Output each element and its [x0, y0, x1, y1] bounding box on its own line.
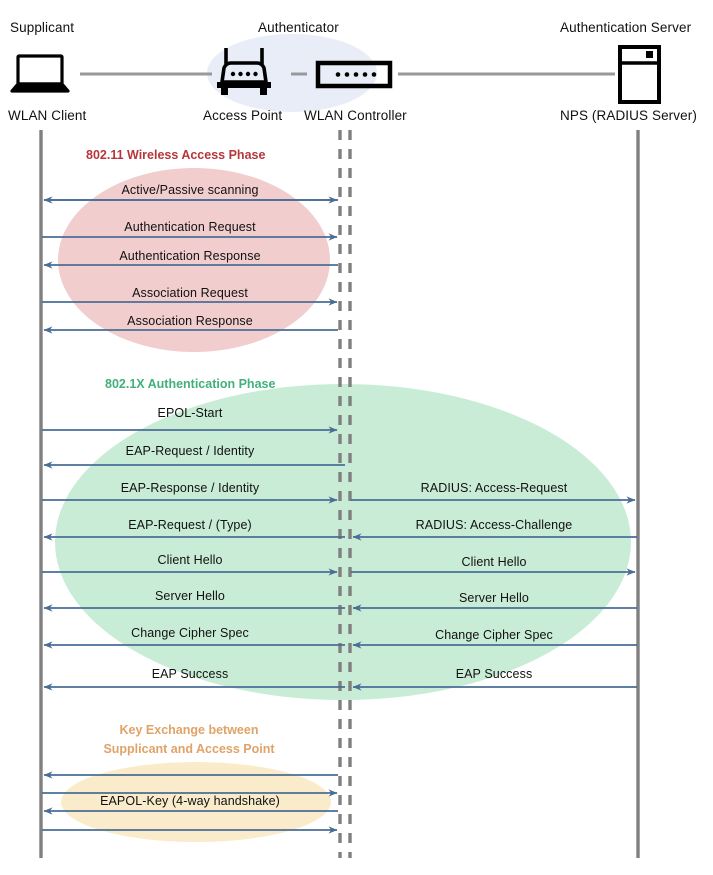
msg-label-eap-request-type: EAP-Request / (Type) [128, 518, 252, 532]
phase-802-11-arrows [42, 196, 338, 334]
msg-label-eapol-key-handshake: EAPOL-Key (4-way handshake) [100, 794, 280, 808]
msg-label-eap-success-right: EAP Success [455, 667, 533, 681]
phase-label-802-11: 802.11 Wireless Access Phase [86, 148, 266, 162]
server-icon [618, 45, 661, 104]
msg-label-change-cipher-spec-left: Change Cipher Spec [131, 626, 249, 640]
wlan-controller-icon [315, 60, 393, 89]
msg-label-epol-start: EPOL-Start [157, 406, 223, 420]
msg-label-radius-access-challenge: RADIUS: Access-Challenge [415, 518, 573, 532]
phase-label-802-1x: 802.1X Authentication Phase [105, 377, 276, 391]
msg-label-server-hello-right: Server Hello [459, 591, 529, 605]
msg-label-association-request: Association Request [132, 286, 248, 300]
laptop-icon [10, 54, 70, 93]
msg-label-radius-access-request: RADIUS: Access-Request [420, 481, 568, 495]
phase-label-key-exchange-line2: Supplicant and Access Point [103, 742, 275, 756]
phase-802-11-ellipse [58, 168, 330, 352]
phase-label-key-exchange-line1: Key Exchange between [119, 723, 259, 737]
phase-key-exchange-arrows [42, 771, 338, 834]
msg-label-active-passive-scanning: Active/Passive scanning [121, 183, 259, 197]
msg-label-eap-request-identity: EAP-Request / Identity [125, 444, 255, 458]
msg-label-client-hello-right: Client Hello [461, 555, 527, 569]
msg-label-eap-response-identity: EAP-Response / Identity [120, 481, 260, 495]
msg-label-client-hello-left: Client Hello [157, 553, 223, 567]
actor-role-authentication-server: Authentication Server [560, 20, 692, 35]
access-point-icon [217, 48, 271, 95]
phase-802-1x-arrows-right [351, 496, 637, 691]
actor-device-wlan-client: WLAN Client [8, 108, 87, 123]
msg-label-server-hello-left: Server Hello [155, 589, 225, 603]
actor-device-nps: NPS (RADIUS Server) [560, 108, 697, 123]
msg-label-association-response: Association Response [127, 314, 253, 328]
actor-device-access-point: Access Point [203, 108, 283, 123]
actor-device-wlan-controller: WLAN Controller [304, 108, 407, 123]
msg-label-change-cipher-spec-right: Change Cipher Spec [435, 628, 553, 642]
msg-label-authentication-request: Authentication Request [124, 220, 256, 234]
actor-role-supplicant: Supplicant [10, 20, 75, 35]
msg-label-authentication-response: Authentication Response [119, 249, 261, 263]
msg-label-eap-success-left: EAP Success [151, 667, 229, 681]
actor-role-authenticator: Authenticator [258, 20, 339, 35]
phase-802-1x-arrows-left [42, 426, 345, 691]
phase-802-1x-ellipse [55, 384, 631, 700]
phase-key-exchange-ellipse [61, 762, 331, 842]
